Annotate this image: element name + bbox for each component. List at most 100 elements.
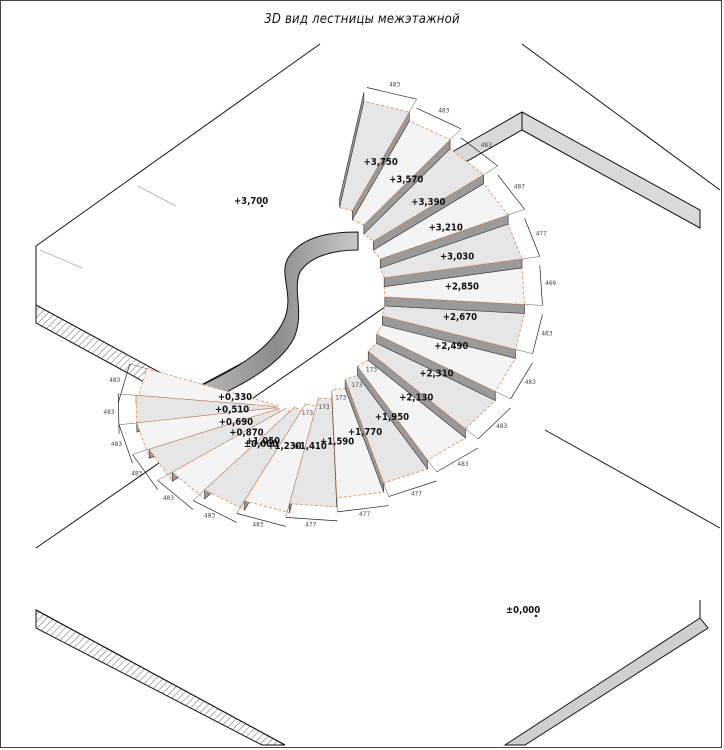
step-level-label: +2,850	[445, 281, 479, 292]
step-level-label: +3,210	[429, 223, 463, 234]
extension-line	[118, 393, 137, 396]
dimension-line	[460, 137, 499, 167]
dimension-line	[497, 174, 525, 210]
extension-line	[192, 489, 205, 501]
dimension-label: 466	[545, 279, 556, 287]
stair-well-wall	[191, 231, 359, 409]
step-level-label: +1,950	[375, 412, 409, 423]
step-level-label: +3,030	[440, 251, 474, 262]
step-level-label: +0,330	[218, 392, 252, 403]
extension-line	[336, 497, 338, 512]
extension-line	[449, 128, 462, 140]
stair-riser	[339, 92, 365, 208]
dimension-line	[118, 424, 133, 464]
step-level-label: +2,310	[419, 368, 453, 379]
step-level-label: +2,490	[434, 341, 468, 352]
stair-tread	[372, 183, 509, 260]
extension-line	[157, 471, 173, 481]
lower-floor-slab	[35, 299, 721, 746]
dimension-line	[524, 218, 541, 257]
dimension-line	[510, 362, 533, 400]
inner-dimension-label: 173	[335, 393, 346, 401]
lower-floor-level-a: ±0,000	[244, 439, 278, 450]
dimension-lines: 483 483 483 483 483 483 483 173 477 173 477 173 477 1…	[103, 80, 556, 528]
step-level-label: +0,690	[219, 417, 253, 428]
step-level-label: +1,050	[246, 436, 280, 447]
inner-dimension-label: 173	[366, 366, 377, 374]
dimension-line	[117, 393, 120, 434]
extension-line	[427, 459, 437, 473]
dimension-line	[532, 314, 543, 354]
extension-line	[285, 503, 290, 518]
extension-line	[236, 500, 245, 514]
step-level-label: +1,590	[320, 437, 354, 448]
dimension-label: 483	[496, 422, 507, 430]
step-level-label: +1,230	[267, 441, 301, 452]
dimension-line	[388, 480, 437, 497]
dimension-label: 483	[131, 469, 142, 477]
extension-line	[483, 165, 498, 175]
dimension-line	[157, 480, 194, 510]
dimension-label: 477	[305, 520, 316, 528]
stair-treads	[135, 92, 526, 514]
dimension-line	[337, 505, 389, 513]
step-level-label: +3,390	[411, 197, 445, 208]
dimension-label: 483	[111, 440, 122, 448]
dimension-line	[236, 513, 286, 527]
dimension-label: 483	[252, 521, 263, 529]
dimension-label: 483	[438, 106, 449, 114]
dimension-line	[416, 107, 462, 130]
step-level-label: +0,510	[215, 405, 249, 416]
extension-line	[129, 363, 147, 369]
inner-dimension-label: 173	[351, 381, 362, 389]
extension-line	[521, 256, 540, 260]
step-level-label: +1,410	[293, 441, 327, 452]
step-level-label: +3,750	[364, 157, 398, 168]
dimension-label: 483	[163, 494, 174, 502]
extension-line	[465, 428, 479, 440]
extension-line	[495, 391, 511, 400]
upper-floor-level: +3,700	[234, 196, 268, 207]
dimension-line	[539, 265, 543, 306]
dimension-label: 477	[359, 510, 370, 518]
dimension-line	[436, 447, 479, 473]
step-level-label: +2,130	[399, 392, 433, 403]
dimension-label: 483	[109, 376, 120, 384]
extension-line	[383, 483, 389, 497]
step-level-label: +2,670	[443, 312, 477, 323]
dimension-label: 483	[389, 80, 400, 88]
dimension-label: 477	[536, 229, 547, 237]
dimension-label: 483	[103, 408, 114, 416]
dimension-line	[477, 407, 511, 440]
dimension-label: 483	[541, 329, 552, 337]
dimension-label: 483	[457, 460, 468, 468]
step-level-label: +3,570	[389, 175, 423, 186]
inner-dimension-label: 173	[302, 409, 313, 417]
extension-line	[409, 99, 417, 113]
extension-line	[508, 209, 525, 216]
dimension-label: 483	[481, 141, 492, 149]
drawing-title: 3D вид лестницы межэтажной	[264, 12, 460, 27]
stair-tread	[381, 305, 526, 350]
dimension-line	[132, 454, 158, 490]
extension-line	[119, 422, 137, 426]
dimension-line	[366, 87, 417, 100]
dimension-label: 483	[525, 378, 536, 386]
dimension-label: 487	[514, 182, 525, 190]
inner-dimension-label: 173	[318, 403, 329, 411]
step-level-label: +0,870	[229, 428, 263, 439]
dimension-label: 477	[411, 490, 422, 498]
dimension-line	[192, 500, 237, 523]
step-level-labels: +0,330 +0,510+0,690+0,870+1,050+1,230+1,4…	[215, 157, 479, 452]
lower-floor-level-b: ±0,000	[506, 605, 540, 616]
floor-level-marks: +3,700 ±0,000 ±0,000	[234, 196, 540, 618]
dimension-line	[285, 517, 338, 522]
step-level-label: +1,770	[348, 427, 382, 438]
extension-line	[524, 304, 543, 306]
extension-line	[132, 448, 150, 455]
dimension-line	[117, 363, 131, 403]
dimension-label: 483	[204, 512, 215, 520]
extension-line	[515, 349, 533, 354]
